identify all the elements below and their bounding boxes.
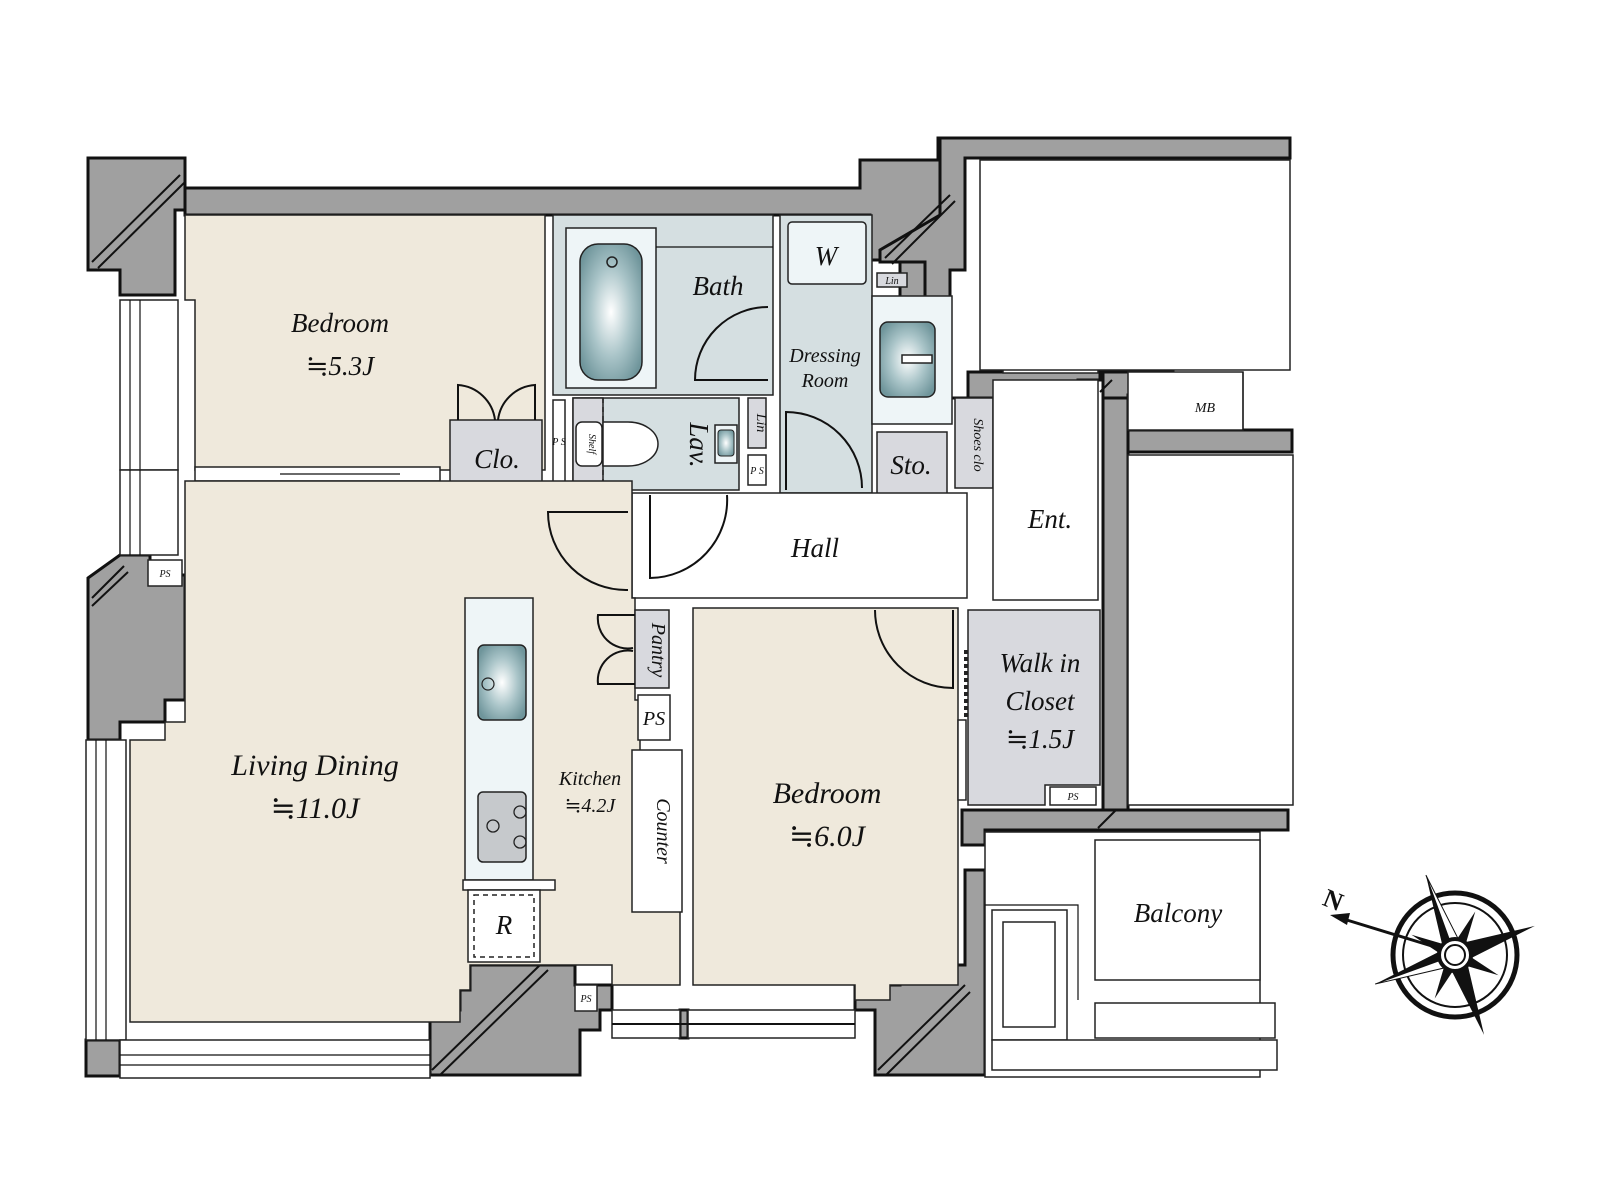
lavatory-label: Lav. <box>684 421 714 467</box>
dressing-room-label-1: Dressing <box>788 345 860 367</box>
linen-2-label: Lin <box>884 276 898 287</box>
kitchen-label: Kitchen <box>558 768 621 790</box>
dressing-room-label-2: Room <box>801 370 849 392</box>
living-door[interactable] <box>546 511 629 592</box>
bedroom-1-label: Bedroom <box>291 308 389 338</box>
room-hall: Hall <box>631 492 968 599</box>
room-storage: Sto. <box>876 431 948 531</box>
living-dining-label: Living Dining <box>230 749 399 782</box>
pantry-column: Pantry PS Counter <box>596 609 683 913</box>
compass-rose <box>1330 874 1535 1035</box>
ps-lav-right: P S <box>749 466 763 477</box>
living-dining-area: ≒11.0J <box>271 792 361 825</box>
refrigerator-space: R <box>467 889 541 963</box>
vanity: Lin <box>871 272 953 425</box>
bedroom-2-label: Bedroom <box>773 777 882 810</box>
balcony-label: Balcony <box>1134 898 1222 928</box>
lavatory-door[interactable] <box>649 494 729 580</box>
ps-kitchen: PS <box>642 708 665 730</box>
north-label: N <box>1319 883 1347 917</box>
meter-box-label: MB <box>1194 401 1216 416</box>
room-bedroom-1: Bedroom ≒5.3J <box>184 214 546 471</box>
room-shoes-closet: Shoes clo <box>954 397 1040 489</box>
walk-in-closet-label-2: Closet <box>1005 686 1076 716</box>
ps-bottom-box: PS <box>574 984 598 1012</box>
walk-in-closet-area: ≒1.5J <box>1006 724 1076 754</box>
room-bedroom-2: Bedroom ≒6.0J <box>692 607 1035 1001</box>
room-lavatory: P S Shelf Lav. Lin P S <box>551 397 768 491</box>
ps-bottom: PS <box>579 994 591 1005</box>
linen-1-label: Lin <box>753 413 768 433</box>
room-dressing: W Dressing Room <box>779 214 873 494</box>
bath-label: Bath <box>693 271 744 301</box>
bedroom-1-area: ≒5.3J <box>306 351 376 381</box>
left-window-strip <box>85 299 856 1079</box>
outside-area-top <box>979 159 1291 371</box>
room-bath: Bath <box>552 214 774 396</box>
ps-wic: PS <box>1066 792 1078 803</box>
outside-area-right <box>1127 454 1294 806</box>
bath-door[interactable] <box>693 306 769 381</box>
bedroom-2-door[interactable] <box>874 609 954 690</box>
bedroom-2-area: ≒6.0J <box>789 820 867 853</box>
ps-lav-left: P S <box>551 437 565 448</box>
dressing-door[interactable] <box>785 410 863 490</box>
storage-label: Sto. <box>890 450 931 480</box>
washer-label: W <box>815 241 840 271</box>
counter-label: Counter <box>652 798 674 864</box>
pantry-label: Pantry <box>647 622 669 678</box>
refrigerator-label: R <box>495 910 513 940</box>
entrance-label: Ent. <box>1027 504 1072 534</box>
ps-living: PS <box>158 569 170 580</box>
hall-label: Hall <box>790 533 839 563</box>
kitchen-counter: Kitchen ≒4.2J <box>462 597 621 891</box>
walk-in-closet-label-1: Walk in <box>1000 648 1081 678</box>
shoes-closet-label: Shoes clo <box>970 418 985 471</box>
shelf-label: Shelf <box>586 434 597 455</box>
kitchen-area: ≒4.2J <box>565 795 617 817</box>
room-walk-in-closet: Walk in Closet ≒1.5J PS <box>957 609 1101 806</box>
room-balcony: Balcony <box>984 831 1278 1078</box>
sliding-partition[interactable] <box>194 466 441 482</box>
meter-box: MB <box>1127 371 1244 431</box>
closet-1-label: Clo. <box>474 444 520 474</box>
room-living-dining: Living Dining ≒11.0J PS <box>129 480 681 1023</box>
